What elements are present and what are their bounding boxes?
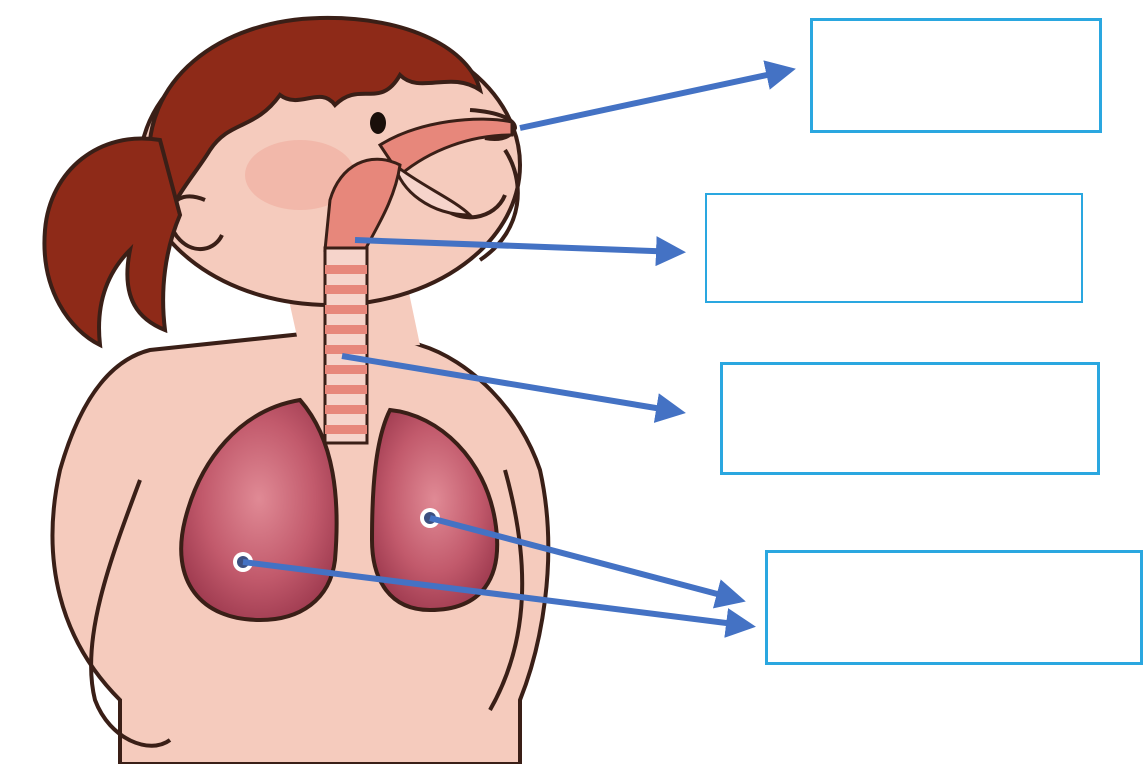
pharynx-label-box[interactable] — [705, 193, 1083, 303]
nose-label-box[interactable] — [810, 18, 1102, 133]
eye — [370, 112, 386, 134]
lungs-label-box[interactable] — [765, 550, 1143, 665]
trachea — [325, 248, 367, 443]
arrow-nose — [520, 70, 790, 128]
trachea-label-box[interactable] — [720, 362, 1100, 475]
ponytail — [44, 138, 180, 345]
